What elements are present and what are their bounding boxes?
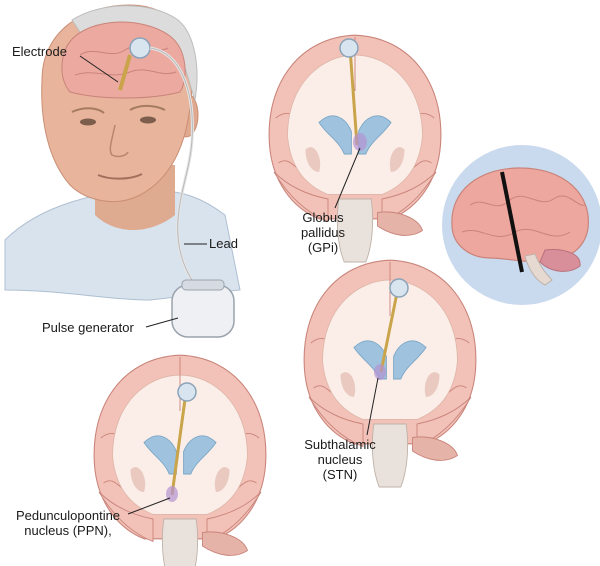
patient-burr-cap — [129, 37, 151, 59]
gpi-leader — [334, 147, 361, 209]
inset-side-brain — [442, 145, 600, 305]
gpi-target — [353, 133, 367, 151]
stn-target — [374, 364, 386, 380]
pulse-generator-leader — [145, 317, 179, 328]
label-gpi: Globus pallidus (GPi) — [288, 210, 358, 255]
inset-lead — [500, 171, 524, 273]
ppn-lead — [170, 391, 188, 496]
gpi-burr-cap — [339, 38, 359, 58]
patient-brain — [61, 21, 186, 99]
ppn-burr-cap — [177, 382, 197, 402]
patient-illustration — [4, 4, 241, 338]
patient-shirt — [4, 189, 241, 301]
stn-burr-cap — [389, 278, 409, 298]
stn-leader — [366, 377, 379, 436]
label-gpi-line2: pallidus — [300, 225, 346, 240]
patient-electrode — [118, 54, 132, 91]
label-electrode: Electrode — [12, 44, 67, 59]
label-ppn-line2: nucleus (PPN), — [24, 523, 112, 538]
label-stn-line1: Subthalamic — [304, 437, 376, 452]
ppn-leader — [127, 497, 171, 515]
label-gpi-line3: (GPi) — [307, 240, 339, 255]
label-stn-line2: nucleus — [317, 452, 363, 467]
gpi-lead — [348, 47, 359, 146]
label-ppn: Pedunculopontine nucleus (PPN), — [8, 508, 128, 538]
label-lead: Lead — [209, 236, 238, 251]
label-ppn-line1: Pedunculopontine — [15, 508, 121, 523]
label-gpi-line1: Globus — [302, 210, 344, 225]
label-stn-line3: (STN) — [322, 467, 358, 482]
label-pulse-generator: Pulse generator — [42, 320, 134, 335]
pulse-generator-device — [171, 279, 235, 338]
label-stn: Subthalamic nucleus (STN) — [290, 437, 390, 482]
stn-lead — [379, 287, 400, 373]
ppn-target — [166, 486, 178, 502]
electrode-leader — [79, 55, 119, 83]
